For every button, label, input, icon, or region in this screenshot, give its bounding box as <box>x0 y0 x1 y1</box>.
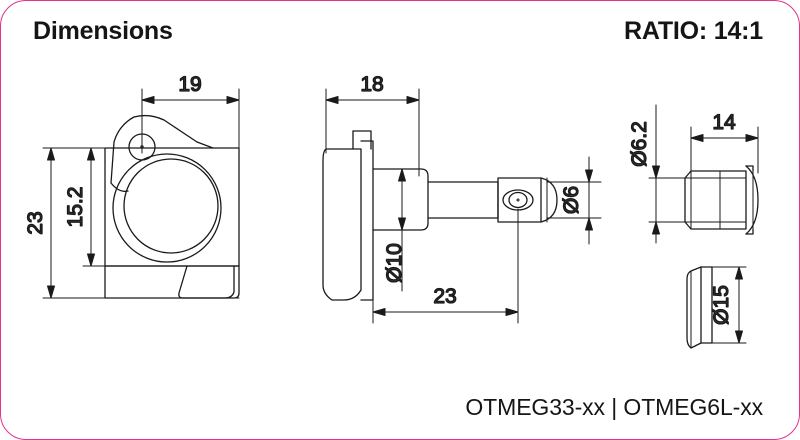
dimension-23-post-label: 23 <box>433 285 456 308</box>
washer-geometry <box>686 266 713 349</box>
product-code-label: OTMEG33-xx | OTMEG6L-xx <box>465 394 763 420</box>
side-view-geometry <box>322 130 558 301</box>
dimension-19-label: 19 <box>178 73 201 96</box>
dimension-19 <box>141 88 240 154</box>
dimension-d10-label: Ø10 <box>383 243 406 283</box>
dimension-15-2 <box>82 147 240 267</box>
dimension-15-2-label: 15.2 <box>64 187 87 228</box>
dimension-14 <box>690 126 759 177</box>
dimension-d15 <box>700 266 747 344</box>
gear-ratio-label: RATIO: 14:1 <box>623 17 763 45</box>
dimension-d6-label: Ø6 <box>560 186 583 214</box>
dimension-d6-2 <box>648 104 692 244</box>
dimension-14-label: 14 <box>712 111 736 134</box>
dimension-d6-2-label: Ø6.2 <box>628 121 651 167</box>
dimension-d6 <box>546 156 602 245</box>
dimension-23-post <box>372 208 519 324</box>
page-title: Dimensions <box>33 17 173 45</box>
dimension-d15-label: Ø15 <box>710 285 733 325</box>
front-view-geometry <box>104 114 240 299</box>
dimension-18 <box>325 88 420 177</box>
dimension-23-height-label: 23 <box>24 211 47 234</box>
dimension-18-label: 18 <box>360 73 383 96</box>
bushing-geometry <box>684 165 759 235</box>
dimension-d10 <box>398 168 406 292</box>
